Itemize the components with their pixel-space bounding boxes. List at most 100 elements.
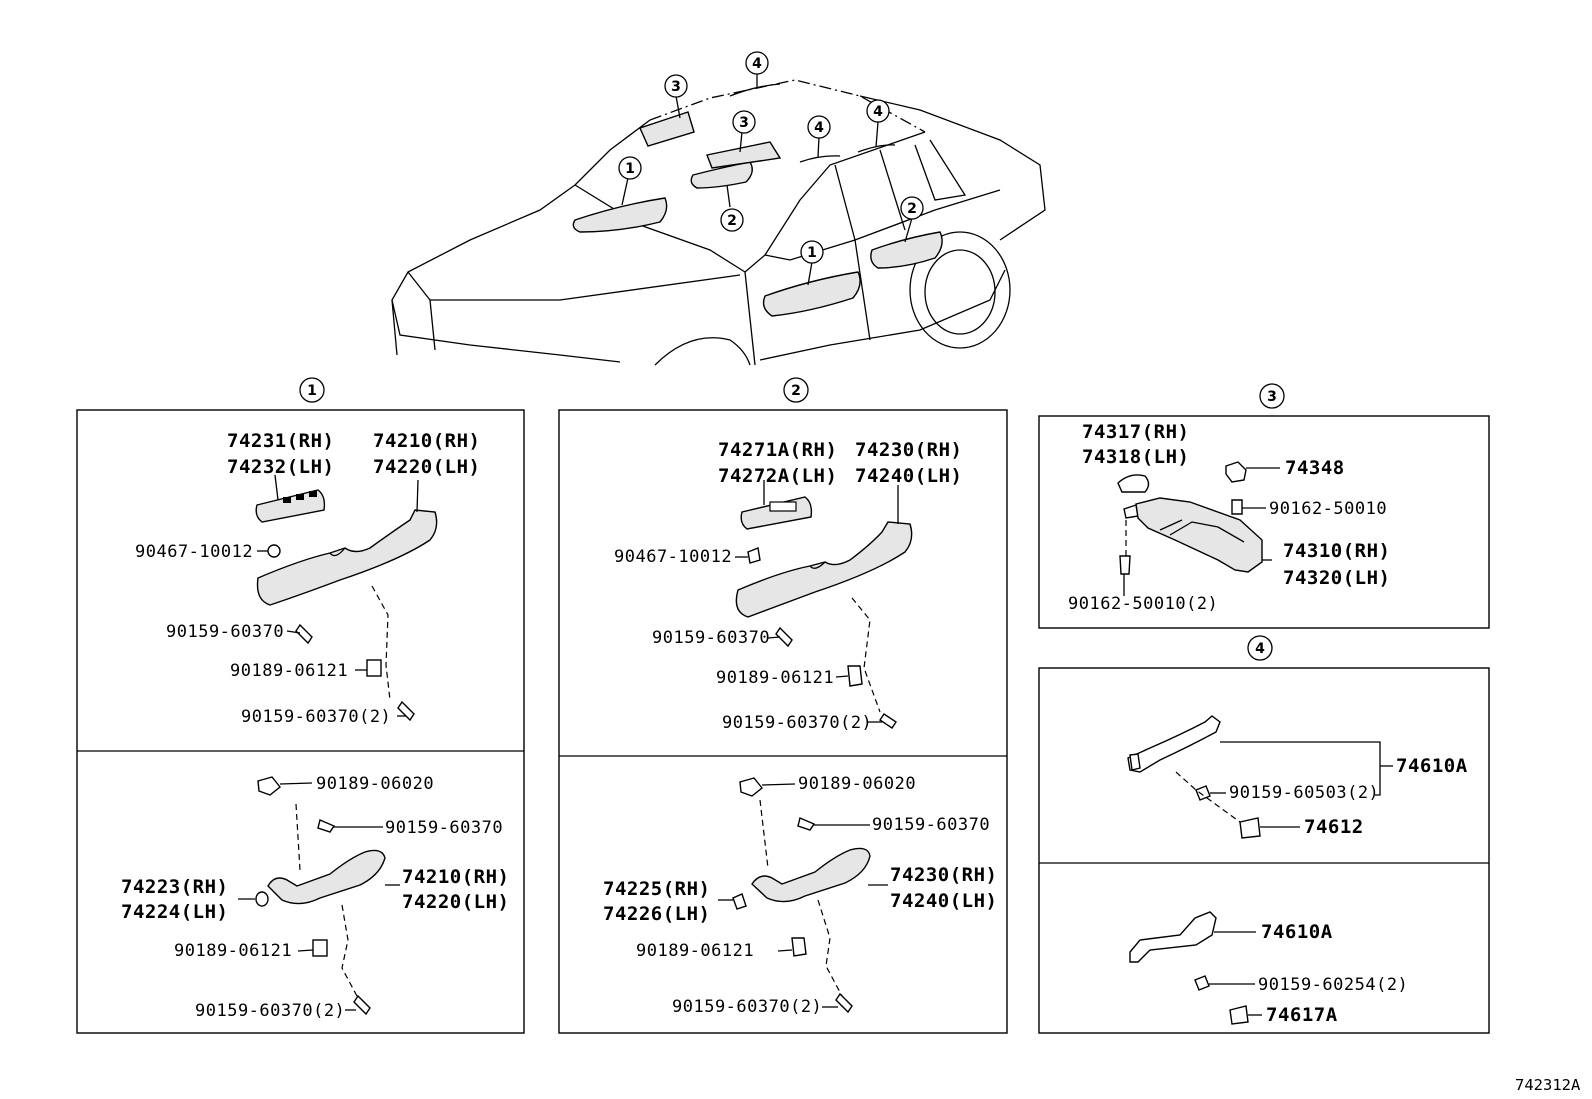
label-90189: 90189-06121 — [230, 661, 348, 681]
section-1-frame — [76, 409, 525, 1034]
nut-icon — [739, 777, 763, 797]
label-90159-60254: 90159-60254(2) — [1258, 975, 1408, 995]
callout-4: 4 — [873, 104, 883, 120]
callout-3: 3 — [739, 115, 749, 131]
label-90159-top: 90159-60370 — [872, 815, 990, 835]
screw-icon — [295, 623, 313, 645]
diagram-code: 742312A — [1515, 1076, 1581, 1094]
label-74320: 74320(LH) — [1283, 567, 1390, 589]
label-90162-a: 90162-50010 — [1269, 499, 1387, 519]
label-90189-rear: 90189-06121 — [636, 941, 754, 961]
label-90467: 90467-10012 — [614, 547, 732, 567]
section-3-number: 3 — [1267, 389, 1277, 405]
label-74318: 74318(LH) — [1082, 446, 1189, 468]
label-74220-rear: 74220(LH) — [402, 891, 509, 913]
label-90162-b: 90162-50010(2) — [1068, 594, 1218, 614]
holder-icon — [1117, 474, 1150, 493]
screw-icon — [317, 819, 336, 833]
label-90159-a: 90159-60370 — [652, 628, 770, 648]
screw-icon — [797, 817, 816, 831]
label-74272A: 74272A(LH) — [718, 465, 837, 487]
label-90159-b: 90159-60370(2) — [241, 707, 391, 727]
callout-3: 3 — [671, 79, 681, 95]
assist-grip-icon — [735, 521, 913, 618]
nut-icon — [847, 665, 863, 687]
screw-icon — [1195, 785, 1211, 801]
screw-icon — [1194, 975, 1210, 991]
label-74317: 74317(RH) — [1082, 421, 1189, 443]
label-74223: 74223(RH) — [121, 876, 228, 898]
section-3-frame — [1038, 415, 1490, 629]
screw-icon — [1231, 499, 1243, 515]
callout-4: 4 — [814, 120, 824, 136]
label-74271A: 74271A(RH) — [718, 439, 837, 461]
grip-icon — [1127, 715, 1221, 773]
label-74231: 74231(RH) — [227, 430, 334, 452]
label-74617A: 74617A — [1266, 1004, 1338, 1026]
screw-icon — [835, 992, 853, 1014]
nut-icon — [257, 776, 281, 796]
callout-4: 4 — [752, 56, 762, 72]
sun-visor-icon — [1135, 497, 1263, 573]
label-90159-rear: 90159-60370(2) — [672, 997, 822, 1017]
screw-icon — [397, 700, 415, 722]
label-90159-top: 90159-60370 — [385, 818, 503, 838]
section-1-number: 1 — [307, 383, 317, 399]
cover-icon — [1239, 817, 1261, 839]
clip-icon — [267, 544, 281, 558]
section-1: 1 74231(RH) 74232(LH) 74210(RH) 74220(LH… — [76, 377, 525, 1034]
callout-1: 1 — [625, 161, 635, 177]
cover-icon — [1229, 1005, 1249, 1025]
label-90189: 90189-06121 — [716, 668, 834, 688]
label-74610A-top: 74610A — [1396, 755, 1468, 777]
label-74224: 74224(LH) — [121, 901, 228, 923]
label-90189-top: 90189-06020 — [798, 774, 916, 794]
label-74210: 74210(RH) — [373, 430, 480, 452]
label-74232: 74232(LH) — [227, 456, 334, 478]
nut-icon — [366, 659, 382, 677]
label-74226: 74226(LH) — [603, 903, 710, 925]
label-74348: 74348 — [1285, 457, 1345, 479]
section-4: 4 74610A 90159-60503(2) 74612 74610A 901… — [1038, 635, 1490, 1034]
label-74230-rear: 74230(RH) — [890, 864, 997, 886]
label-90159-a: 90159-60370 — [166, 622, 284, 642]
nut-icon — [791, 937, 807, 957]
screw-icon — [775, 626, 793, 648]
car-illustration — [391, 74, 1046, 366]
label-74240: 74240(LH) — [855, 465, 962, 487]
label-74310: 74310(RH) — [1283, 540, 1390, 562]
cap-icon — [732, 893, 747, 910]
label-90159-rear: 90159-60370(2) — [195, 1001, 345, 1021]
section-4-number: 4 — [1255, 641, 1265, 657]
label-90189-rear: 90189-06121 — [174, 941, 292, 961]
cap-icon — [255, 891, 269, 907]
assist-grip-icon — [267, 849, 386, 905]
switch-icon — [255, 489, 326, 523]
screw-icon — [1119, 555, 1131, 575]
section-4-frame — [1038, 667, 1490, 1034]
label-74610A-bottom: 74610A — [1261, 921, 1333, 943]
label-74240-rear: 74240(LH) — [890, 890, 997, 912]
grip-icon — [1129, 911, 1217, 963]
screw-icon — [879, 713, 897, 729]
label-74220: 74220(LH) — [373, 456, 480, 478]
label-90467: 90467-10012 — [135, 542, 253, 562]
assist-grip-icon — [256, 509, 438, 606]
assist-grip-icon — [751, 847, 871, 903]
label-90159-b: 90159-60370(2) — [722, 713, 872, 733]
section-2: 2 74271A(RH) 74272A(LH) 74230(RH) 74240(… — [558, 377, 1008, 1034]
callout-2: 2 — [727, 213, 737, 229]
label-90189-top: 90189-06020 — [316, 774, 434, 794]
nut-icon — [312, 939, 328, 957]
section-2-number: 2 — [791, 383, 801, 399]
label-74225: 74225(RH) — [603, 878, 710, 900]
clip-icon — [747, 547, 761, 564]
car-callouts: 1 1 2 2 3 3 4 4 4 — [618, 51, 924, 264]
callout-2: 2 — [907, 201, 917, 217]
section-3: 3 74317(RH) 74318(LH) 74348 90162-50010 … — [1038, 383, 1490, 629]
label-74210-rear: 74210(RH) — [402, 866, 509, 888]
screw-icon — [353, 994, 371, 1016]
clip-icon — [1225, 461, 1247, 483]
label-90159-60503: 90159-60503(2) — [1229, 783, 1379, 803]
